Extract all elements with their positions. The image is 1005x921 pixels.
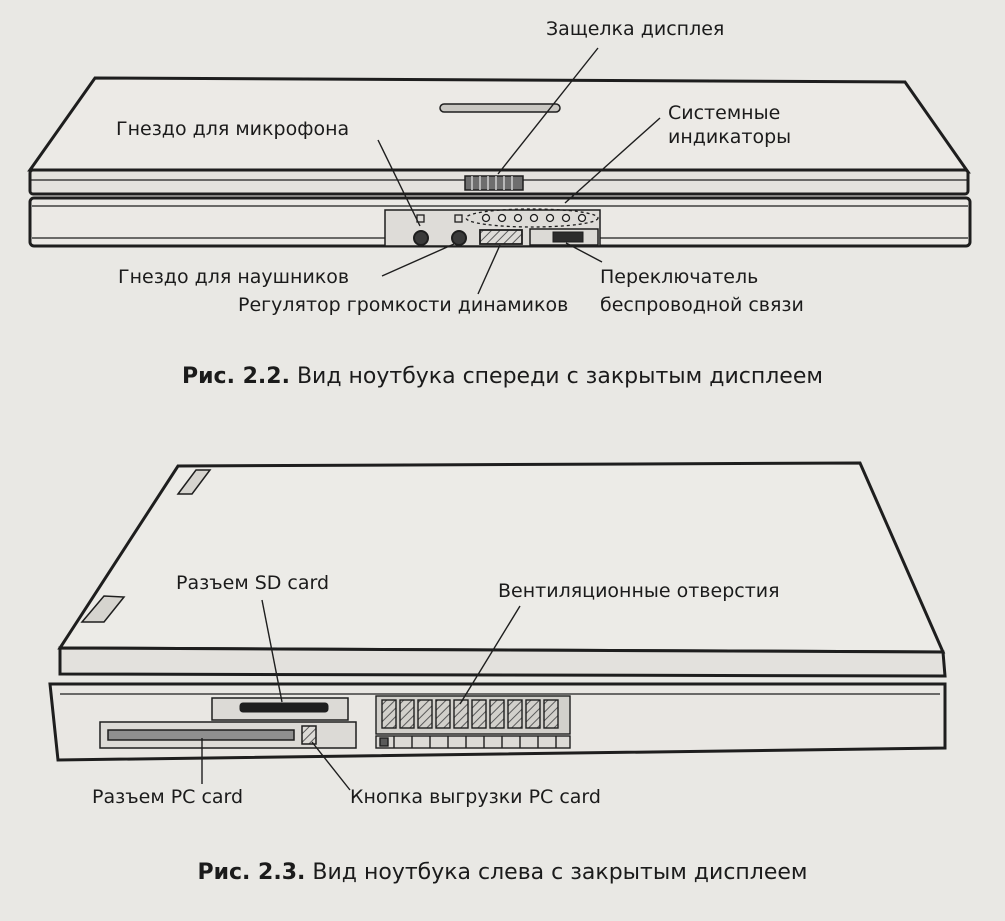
laptop-front-view [27, 47, 972, 295]
pc-card-slot [107, 729, 295, 741]
system-indicators [465, 208, 599, 228]
side-lid-edge [58, 646, 947, 678]
lid-logo-strip [439, 103, 561, 113]
label-wireless-switch-1: Переключатель [600, 266, 759, 288]
caption-text: Вид ноутбука спереди с закрытым дисплеем [289, 364, 823, 389]
wireless-switch [552, 231, 584, 243]
label-display-latch: Защелка дисплея [546, 18, 725, 40]
label-system-indicators-1: Системные [668, 102, 781, 124]
ventilation-slots [375, 695, 571, 749]
label-wireless-switch-2: беспроводной связи [600, 294, 804, 316]
caption-number: Рис. 2.3. [197, 860, 306, 885]
label-mic-jack: Гнездо для микрофона [116, 118, 350, 140]
display-latch [464, 175, 524, 191]
label-system-indicators-2: индикаторы [668, 126, 792, 148]
label-pc-card-eject: Кнопка выгрузки PC card [350, 786, 601, 808]
label-vents: Вентиляционные отверстия [498, 580, 780, 602]
label-headphone-jack: Гнездо для наушников [118, 266, 350, 288]
mic-jack [413, 230, 429, 246]
hinge-bottom [80, 595, 126, 623]
caption-figure-2-3: Рис. 2.3. Вид ноутбука слева с закрытым … [0, 860, 1005, 886]
label-sd-slot: Разъем SD card [176, 572, 330, 594]
headphone-jack [451, 230, 467, 246]
leader-lines-side [201, 599, 521, 791]
caption-number: Рис. 2.2. [182, 364, 290, 389]
sd-card-slot [239, 702, 329, 713]
pc-card-eject-button [301, 725, 317, 745]
hinge-top [176, 469, 212, 495]
label-pc-card-slot: Разъем PC card [92, 786, 244, 808]
leader-lines-front [377, 47, 661, 295]
caption-text: Вид ноутбука слева с закрытым дисплеем [305, 860, 808, 885]
volume-wheel [479, 229, 523, 245]
laptop-side-view [48, 461, 947, 791]
label-volume-control: Регулятор громкости динамиков [238, 294, 569, 316]
caption-figure-2-2: Рис. 2.2. Вид ноутбука спереди с закрыты… [0, 364, 1005, 390]
